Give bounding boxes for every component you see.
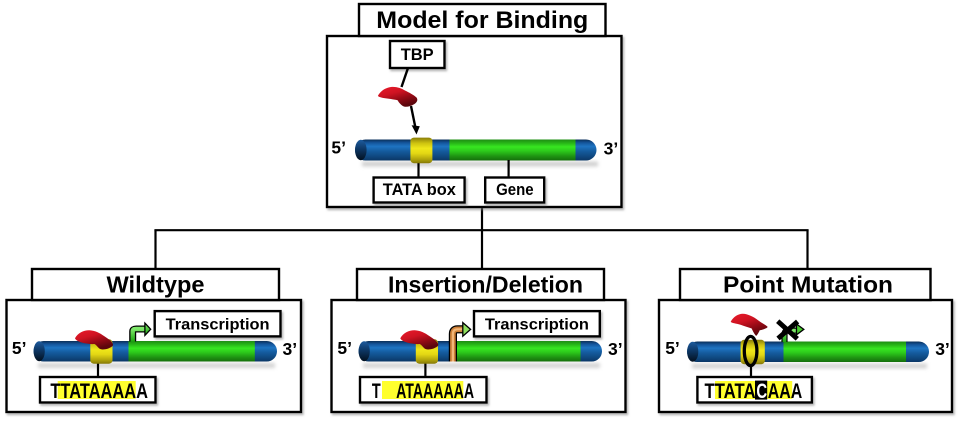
svg-text:5’: 5’	[337, 338, 352, 358]
svg-text:Model for Binding: Model for Binding	[376, 7, 588, 34]
svg-text:Transcription: Transcription	[166, 317, 270, 334]
svg-text:3’: 3’	[608, 339, 623, 359]
svg-text:AAA: AAA	[768, 380, 803, 403]
svg-text:Wildtype: Wildtype	[107, 272, 205, 298]
svg-text:Point Mutation: Point Mutation	[723, 272, 893, 298]
svg-text:T: T	[372, 380, 381, 403]
svg-text:Insertion/Deletion: Insertion/Deletion	[388, 272, 583, 298]
svg-text:5’: 5’	[12, 338, 27, 358]
svg-text:5’: 5’	[331, 138, 346, 158]
svg-text:3’: 3’	[283, 339, 298, 359]
svg-text:TATA box: TATA box	[383, 181, 457, 199]
svg-text:TTATAAAAA: TTATAAAAA	[50, 380, 148, 403]
svg-text:5’: 5’	[665, 338, 680, 358]
svg-text:TTATA: TTATA	[705, 380, 756, 403]
svg-text:Gene: Gene	[496, 181, 534, 199]
svg-text:3’: 3’	[935, 339, 950, 359]
svg-text:3’: 3’	[604, 139, 619, 159]
svg-text:C: C	[756, 380, 767, 403]
svg-text:ATAAAAAA: ATAAAAAA	[396, 380, 474, 403]
svg-text:TBP: TBP	[401, 46, 434, 64]
svg-text:Transcription: Transcription	[485, 317, 589, 334]
